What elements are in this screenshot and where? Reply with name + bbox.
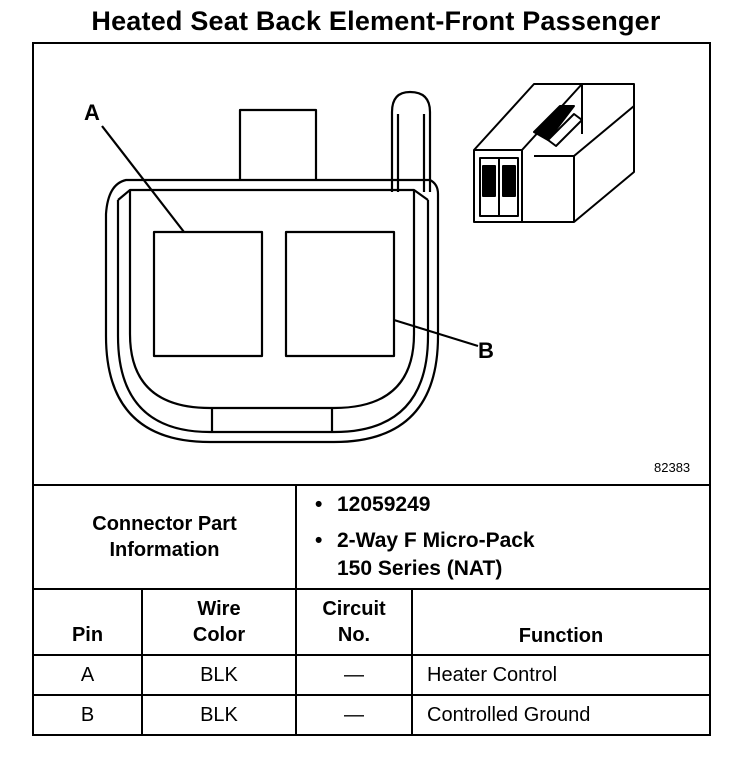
cell-function: Controlled Ground	[411, 694, 709, 735]
leader-b	[393, 318, 479, 348]
bullet: •	[315, 529, 323, 552]
cell-circuit: —	[295, 654, 413, 696]
header-circuit-line2: No.	[337, 624, 371, 646]
connector-info-values: • 12059249 • 2-Way F Micro-Pack 150 Seri…	[295, 484, 709, 590]
part-number-item: • 12059249	[315, 491, 709, 519]
cell-circuit: —	[295, 694, 413, 735]
connector-frame: A B 82383 Connector Part Information • 1…	[32, 42, 711, 736]
cavity-b	[284, 230, 396, 358]
part-number: 12059249	[337, 493, 431, 516]
table-row: B BLK — Controlled Ground	[34, 694, 709, 735]
page-title: Heated Seat Back Element-Front Passenger	[91, 6, 661, 36]
cavity-a	[152, 230, 264, 358]
header-circuit: Circuit No.	[295, 588, 413, 656]
cell-wire-color: BLK	[141, 694, 297, 735]
header-wire-color-line1: Wire	[197, 598, 241, 620]
connector-info-label-line1: Connector Part	[92, 513, 237, 535]
header-pin: Pin	[34, 588, 143, 656]
connector-face-drawing	[101, 83, 635, 444]
header-circuit-line1: Circuit	[322, 598, 386, 620]
header-wire-color: Wire Color	[141, 588, 297, 656]
cell-pin: A	[34, 654, 143, 696]
connector-table: Connector Part Information • 12059249 • …	[34, 484, 709, 735]
cell-function: Heater Control	[411, 654, 709, 696]
bullet: •	[315, 493, 323, 516]
cell-wire-color: BLK	[141, 654, 297, 696]
table-header-row: Pin Wire Color Circuit No. Function	[34, 588, 709, 656]
description-line1: 2-Way F Micro-Pack	[337, 529, 535, 552]
housing-outer	[104, 178, 440, 444]
callout-a: A	[84, 100, 100, 125]
housing-inner	[116, 200, 430, 434]
latch-tab	[238, 108, 318, 180]
header-wire-color-line2: Color	[192, 624, 246, 646]
connector-diagram: A B 82383	[34, 44, 709, 484]
callout-b: B	[478, 338, 494, 363]
cell-pin: B	[34, 694, 143, 735]
connector-3d-sketch	[473, 83, 635, 223]
leader-a	[101, 125, 185, 233]
header-function: Function	[411, 588, 709, 656]
description-line2: 150 Series (NAT)	[337, 557, 503, 580]
figure-number: 82383	[654, 460, 691, 475]
connector-info-row: Connector Part Information • 12059249 • …	[34, 484, 709, 590]
connector-info-label: Connector Part Information	[34, 484, 297, 590]
connector-info-label-line2: Information	[109, 539, 220, 561]
description-item: • 2-Way F Micro-Pack 150 Series (NAT)	[315, 527, 709, 583]
table-row: A BLK — Heater Control	[34, 654, 709, 696]
locking-post	[390, 90, 432, 192]
